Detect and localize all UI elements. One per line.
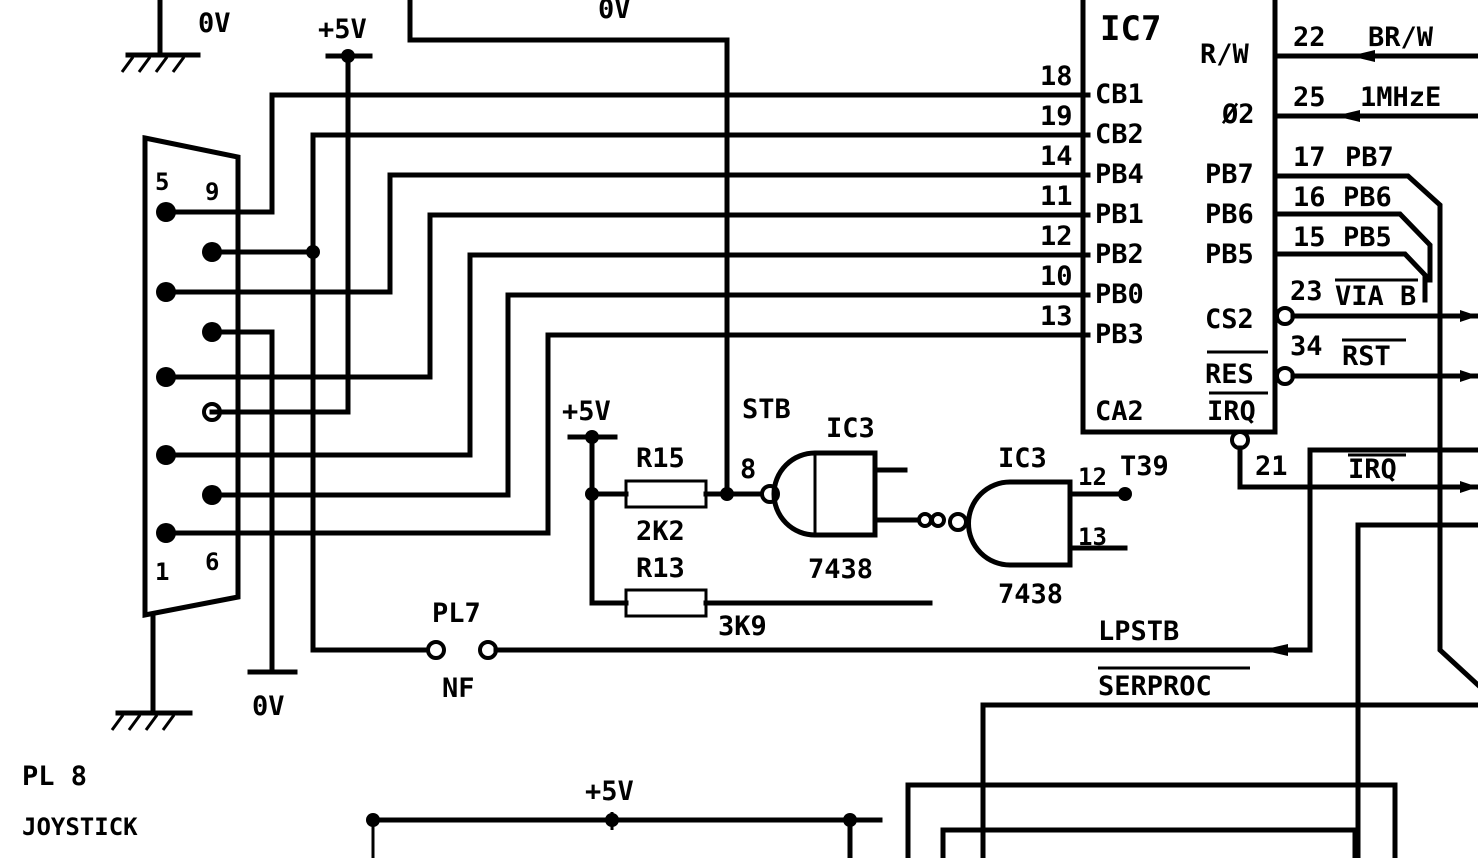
ground-symbol-bottom-left bbox=[110, 612, 193, 731]
pin-num-phi2: 25 bbox=[1293, 82, 1326, 113]
pin-name-irq: IRQ bbox=[1207, 396, 1256, 427]
pl7-label: PL7 bbox=[432, 598, 481, 629]
net-brw: BR/W bbox=[1368, 22, 1434, 53]
ic3-gate-b bbox=[948, 479, 1132, 568]
serproc-label: SERPROC bbox=[1098, 671, 1212, 702]
pin-num-cb1: 18 bbox=[1040, 61, 1073, 92]
ic7-left-pins: 18 CB1 19 CB2 14 PB4 11 PB1 12 PB2 10 PB… bbox=[1040, 61, 1144, 427]
wire-cb2 bbox=[310, 132, 1091, 653]
pin-name-pb7: PB7 bbox=[1205, 159, 1254, 190]
pin-num-rw: 22 bbox=[1293, 22, 1326, 53]
pl7-contact-a bbox=[426, 640, 446, 660]
r15-value: 2K2 bbox=[636, 516, 685, 547]
r15-label: R15 bbox=[636, 443, 685, 474]
r13-value: 3K9 bbox=[718, 611, 767, 642]
net-pb7: PB7 bbox=[1345, 142, 1394, 173]
conn-pin-5: 5 bbox=[155, 168, 169, 196]
pin-name-phi2: Ø2 bbox=[1221, 99, 1255, 130]
pin-num-pb3: 13 bbox=[1040, 301, 1073, 332]
pin-num-pb1: 11 bbox=[1040, 181, 1073, 212]
pin-num-pb4: 14 bbox=[1040, 141, 1073, 172]
pin-num-pb0: 10 bbox=[1040, 261, 1073, 292]
wire-bottom-right-a bbox=[980, 702, 1478, 858]
pin-num-irq: 21 bbox=[1255, 451, 1288, 482]
pin-num-cb2: 19 bbox=[1040, 101, 1073, 132]
wire-pb3 bbox=[163, 332, 1091, 536]
pin-name-ca2: CA2 bbox=[1095, 396, 1144, 427]
pin-name-cs2: CS2 bbox=[1205, 304, 1254, 335]
pin-name-pb1: PB1 bbox=[1095, 199, 1144, 230]
ic7-body bbox=[1080, 0, 1278, 435]
pin-name-res: RES bbox=[1205, 359, 1254, 390]
wire-lpstb bbox=[493, 447, 1478, 653]
pin-name-pb5: PB5 bbox=[1205, 239, 1254, 270]
ic7-right-pin-names: R/W Ø2 PB7 PB6 PB5 CS2 RES IRQ bbox=[1200, 39, 1268, 427]
pin-num-pb7: 17 bbox=[1293, 142, 1326, 173]
wire-resistor-rail bbox=[589, 434, 629, 606]
ic3a-part: 7438 bbox=[808, 554, 873, 585]
ic7-right-wires bbox=[1230, 50, 1478, 858]
net-pb5: PB5 bbox=[1343, 222, 1392, 253]
plus5v-label-top: +5V bbox=[318, 14, 367, 45]
nf-label: NF bbox=[442, 673, 475, 704]
pin-name-pb4: PB4 bbox=[1095, 159, 1144, 190]
wire-cb1 bbox=[163, 92, 1091, 215]
t39-label: T39 bbox=[1120, 451, 1169, 482]
stb-pin-label: 8 bbox=[740, 454, 756, 485]
ov-label-top: 0V bbox=[198, 8, 231, 39]
conn-pin-1: 1 bbox=[155, 558, 169, 586]
lpstb-arrow bbox=[1262, 644, 1288, 656]
plus5v-label-mid: +5V bbox=[562, 396, 611, 427]
pin-num-pb5: 15 bbox=[1293, 222, 1326, 253]
ic7-label: IC7 bbox=[1100, 9, 1161, 49]
wire-ground-pin bbox=[209, 329, 275, 675]
pin-num-pb2: 12 bbox=[1040, 221, 1073, 252]
pl8-label: PL 8 bbox=[22, 761, 87, 792]
joystick-label: JOYSTICK bbox=[22, 813, 138, 841]
net-irq: IRQ bbox=[1348, 454, 1397, 485]
net-rst: RST bbox=[1342, 341, 1391, 372]
pin-num-res: 34 bbox=[1290, 331, 1323, 362]
ic3a-label: IC3 bbox=[826, 413, 875, 444]
plus5v-label-bottom: +5V bbox=[585, 776, 634, 807]
pin-num-pb6: 16 bbox=[1293, 182, 1326, 213]
wire-pb2 bbox=[163, 252, 1091, 458]
net-pb6: PB6 bbox=[1343, 182, 1392, 213]
ov-wire-stb bbox=[407, 0, 730, 500]
ic3b-pin12: 12 bbox=[1078, 463, 1107, 491]
ic3-gate-a bbox=[760, 450, 946, 538]
ic3b-part: 7438 bbox=[998, 579, 1063, 610]
ov-label-bottom: 0V bbox=[252, 691, 285, 722]
pin-name-pb2: PB2 bbox=[1095, 239, 1144, 270]
ground-symbol-top-left bbox=[120, 0, 201, 73]
ic3b-pin13: 13 bbox=[1078, 523, 1107, 551]
ic7-right-labels: 22 BR/W 25 1MHzE 17 PB7 16 PB6 15 PB5 23… bbox=[1255, 22, 1441, 485]
pin-name-cb1: CB1 bbox=[1095, 79, 1144, 110]
net-1mhze: 1MHzE bbox=[1360, 82, 1441, 113]
resistor-r15 bbox=[624, 479, 708, 509]
conn-pin-6: 6 bbox=[205, 548, 219, 576]
pin-name-pb0: PB0 bbox=[1095, 279, 1144, 310]
net-viab: VIA B bbox=[1335, 281, 1416, 312]
box-bottom-right-outer bbox=[905, 782, 1398, 858]
conn-pin-9: 9 bbox=[205, 178, 219, 206]
box-bottom-right-inner bbox=[940, 827, 1358, 858]
wire-pb4 bbox=[163, 172, 1091, 295]
pin-name-rw: R/W bbox=[1200, 39, 1250, 70]
resistor-r13 bbox=[624, 588, 708, 618]
wire-plus5v bbox=[209, 53, 351, 415]
lpstb-label: LPSTB bbox=[1098, 616, 1179, 647]
stb-label: STB bbox=[742, 394, 791, 425]
pin-num-cs2: 23 bbox=[1290, 276, 1323, 307]
wire-pb0 bbox=[209, 292, 1091, 498]
r13-label: R13 bbox=[636, 553, 685, 584]
pin-name-pb6: PB6 bbox=[1205, 199, 1254, 230]
ic3b-label: IC3 bbox=[998, 443, 1047, 474]
pin-name-pb3: PB3 bbox=[1095, 319, 1144, 350]
pin-name-cb2: CB2 bbox=[1095, 119, 1144, 150]
ov-label-top2: 0V bbox=[598, 0, 631, 25]
wire-pb1 bbox=[163, 212, 1091, 380]
